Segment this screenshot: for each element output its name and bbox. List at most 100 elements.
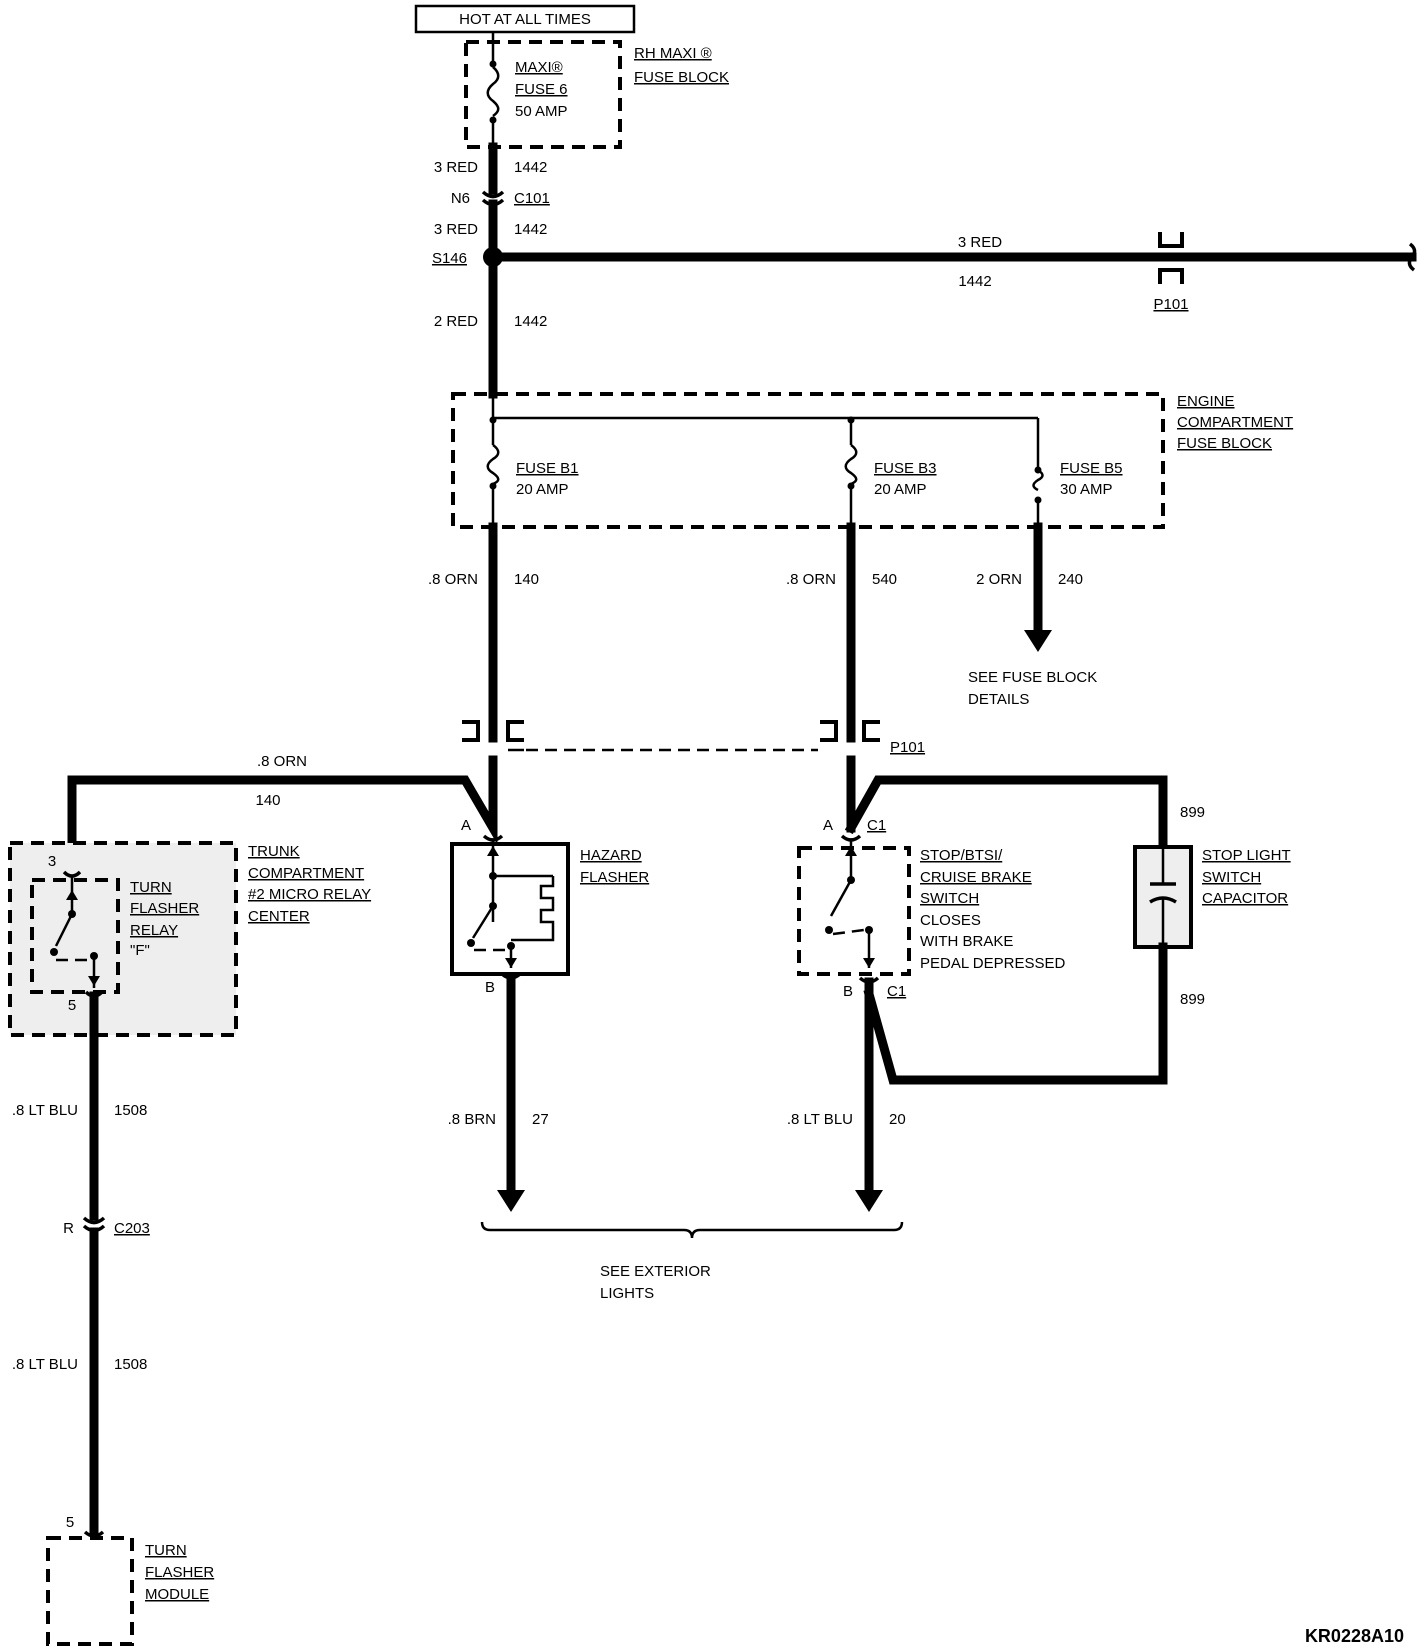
stop-switch-label-5: WITH BRAKE — [920, 933, 1013, 950]
wire-899-bottom-label: 899 — [1180, 991, 1205, 1008]
module-label-1: TURN — [145, 1542, 187, 1559]
c101-label: C101 — [514, 190, 550, 207]
stop-term-a: A — [823, 817, 833, 834]
wire-899-top-label: 899 — [1180, 804, 1205, 821]
hazard-term-a: A — [461, 817, 471, 834]
see-fuse-block-details-2: DETAILS — [968, 691, 1029, 708]
capacitor-label-1: STOP LIGHT — [1202, 847, 1291, 864]
wire-27-gauge: .8 BRN — [448, 1111, 496, 1128]
see-fuse-block-details-1: SEE FUSE BLOCK — [968, 669, 1097, 686]
wire-1508-upper-gauge: .8 LT BLU — [12, 1102, 78, 1119]
n6-label: N6 — [451, 190, 470, 207]
wire-140-horizontal-gauge: .8 ORN — [257, 753, 307, 770]
wire-27-arrow — [497, 1190, 525, 1212]
wire-240-gauge: 2 ORN — [976, 571, 1022, 588]
maxi-fuse-amp: 50 AMP — [515, 103, 568, 120]
s146-label: S146 — [432, 250, 467, 267]
maxi-fuse-6-symbol — [486, 42, 500, 147]
trunk-label-3: #2 MICRO RELAY — [248, 886, 371, 903]
module-label-2: FLASHER — [145, 1564, 214, 1581]
wire-1508-lower-circuit: 1508 — [114, 1356, 147, 1373]
engine-fuse-block-label-1: ENGINE — [1177, 393, 1235, 410]
wire-140-horizontal-circuit: 140 — [255, 792, 280, 809]
wire-1442-top-gauge: 3 RED — [434, 159, 478, 176]
hazard-flasher-label-1: HAZARD — [580, 847, 642, 864]
turn-flasher-relay — [30, 878, 120, 994]
wire-1442-top-circuit: 1442 — [514, 159, 547, 176]
module-label-3: MODULE — [145, 1586, 209, 1603]
rh-maxi-fuse-block-label: FUSE BLOCK — [634, 69, 729, 86]
rh-maxi-fuse-block — [464, 40, 622, 149]
module-term-5: 5 — [66, 1514, 74, 1531]
relay-label-4: "F" — [130, 942, 150, 959]
turn-flasher-relay-switch — [50, 870, 104, 998]
wire-1508-lower-gauge: .8 LT BLU — [12, 1356, 78, 1373]
fuse-b5-amp: 30 AMP — [1060, 481, 1113, 498]
wire-899-bottom — [863, 942, 1168, 1085]
wire-1508-upper-circuit: 1508 — [114, 1102, 147, 1119]
wire-240-arrow — [1024, 630, 1052, 652]
fuse-b3-amp: 20 AMP — [874, 481, 927, 498]
engine-compartment-fuse-block — [451, 392, 1165, 529]
turn-flasher-module — [46, 1536, 134, 1646]
relay-label-1: TURN — [130, 879, 172, 896]
wire-1442-lower-circuit: 1442 — [514, 313, 547, 330]
fuse-b1-symbol — [486, 416, 500, 527]
wire-1442-lower-gauge: 2 RED — [434, 313, 478, 330]
trunk-relay-center-shade — [10, 843, 236, 1035]
r-label: R — [63, 1220, 74, 1237]
fuse-b3-symbol — [844, 416, 858, 527]
diagram-id: KR0228A10 — [1305, 1626, 1404, 1646]
trunk-label-4: CENTER — [248, 908, 310, 925]
wire-140-to-relay — [67, 755, 498, 855]
maxi-fuse-name: FUSE 6 — [515, 81, 568, 98]
stop-switch-label-2: CRUISE BRAKE — [920, 869, 1032, 886]
maxi-fuse-label: MAXI® — [515, 59, 563, 76]
hazard-term-b: B — [485, 979, 495, 996]
c1-top-label: C1 — [867, 817, 886, 834]
see-exterior-lights-1: SEE EXTERIOR — [600, 1263, 711, 1280]
engine-fuse-block-label-2: COMPARTMENT — [1177, 414, 1293, 431]
wire-240-circuit: 240 — [1058, 571, 1083, 588]
stop-switch-label-1: STOP/BTSI/ — [920, 847, 1003, 864]
hot-at-all-times-box — [414, 4, 636, 34]
relay-label-3: RELAY — [130, 922, 178, 939]
c1-bottom-label: C1 — [887, 983, 906, 1000]
hazard-flasher-internals — [467, 834, 555, 980]
capacitor-label-2: SWITCH — [1202, 869, 1261, 886]
wire-1442-horizontal-circuit: 1442 — [958, 273, 991, 290]
wire-899-top — [844, 775, 1168, 848]
wire-1442-horizontal-gauge: 3 RED — [958, 234, 1002, 251]
fuse-b1-name: FUSE B1 — [516, 460, 579, 477]
wire-1442-mid-circuit: 1442 — [514, 221, 547, 238]
wire-140-gauge: .8 ORN — [428, 571, 478, 588]
c203-label: C203 — [114, 1220, 150, 1237]
wire-540-circuit: 540 — [872, 571, 897, 588]
p101-mid-label: P101 — [890, 739, 925, 756]
p101-top-label: P101 — [1153, 296, 1188, 313]
stop-switch-label-4: CLOSES — [920, 912, 981, 929]
trunk-label-2: COMPARTMENT — [248, 865, 364, 882]
rh-maxi-label: RH MAXI ® — [634, 45, 712, 62]
see-exterior-lights-2: LIGHTS — [600, 1285, 654, 1302]
capacitor-symbol — [1149, 847, 1177, 947]
wire-20-arrow — [855, 1190, 883, 1212]
stop-brake-switch-internals — [825, 834, 880, 984]
p101-mid-passthrough — [462, 720, 880, 752]
wire-20-gauge: .8 LT BLU — [787, 1111, 853, 1128]
stop-term-b: B — [843, 983, 853, 1000]
capacitor-label-3: CAPACITOR — [1202, 890, 1288, 907]
wire-1442-mid-gauge: 3 RED — [434, 221, 478, 238]
hot-at-all-times-label: HOT AT ALL TIMES — [459, 11, 591, 28]
fuse-b5-name: FUSE B5 — [1060, 460, 1123, 477]
relay-term-3: 3 — [48, 853, 56, 870]
see-exterior-lights-brace — [480, 1221, 904, 1239]
wire-continuation-mark — [1407, 242, 1417, 272]
relay-label-2: FLASHER — [130, 900, 199, 917]
engine-fuse-block-label-3: FUSE BLOCK — [1177, 435, 1272, 452]
wire-140-circuit: 140 — [514, 571, 539, 588]
fuse-b5-symbol — [1032, 466, 1044, 527]
relay-term-5: 5 — [68, 997, 76, 1014]
stop-switch-label-3: SWITCH — [920, 890, 979, 907]
